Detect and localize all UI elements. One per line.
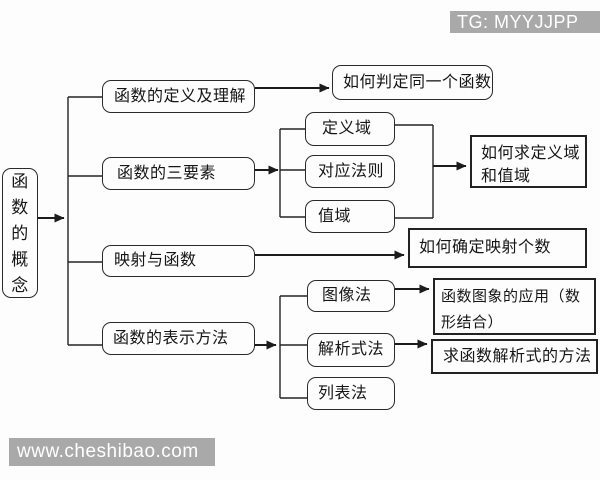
node-mapping-and-function: 映射与函数 — [102, 245, 255, 277]
node-analytic-method: 解析式法 — [307, 333, 395, 367]
node-count-mappings: 如何确定映射个数 — [408, 228, 587, 268]
node-root-function-concept: 函数的概念 — [2, 168, 38, 298]
node-table-method: 列表法 — [307, 377, 395, 410]
tg-badge: TG: MYYJJPP — [450, 11, 600, 33]
node-find-analytic-expression: 求函数解析式的方法 — [431, 339, 598, 374]
node-range: 值域 — [305, 200, 395, 233]
node-graph-method: 图像法 — [307, 280, 395, 312]
node-representation-methods: 函数的表示方法 — [102, 322, 255, 355]
node-correspondence-rule: 对应法则 — [305, 155, 395, 188]
node-three-elements: 函数的三要素 — [102, 157, 255, 190]
node-domain: 定义域 — [305, 112, 395, 146]
node-graph-application: 函数图象的应用（数形结合） — [433, 278, 596, 335]
node-find-domain-range: 如何求定义域和值域 — [470, 135, 587, 188]
node-function-definition: 函数的定义及理解 — [102, 80, 255, 113]
node-judge-same-function: 如何判定同一个函数 — [332, 65, 493, 100]
watermark: www.cheshibao.com — [9, 438, 215, 466]
